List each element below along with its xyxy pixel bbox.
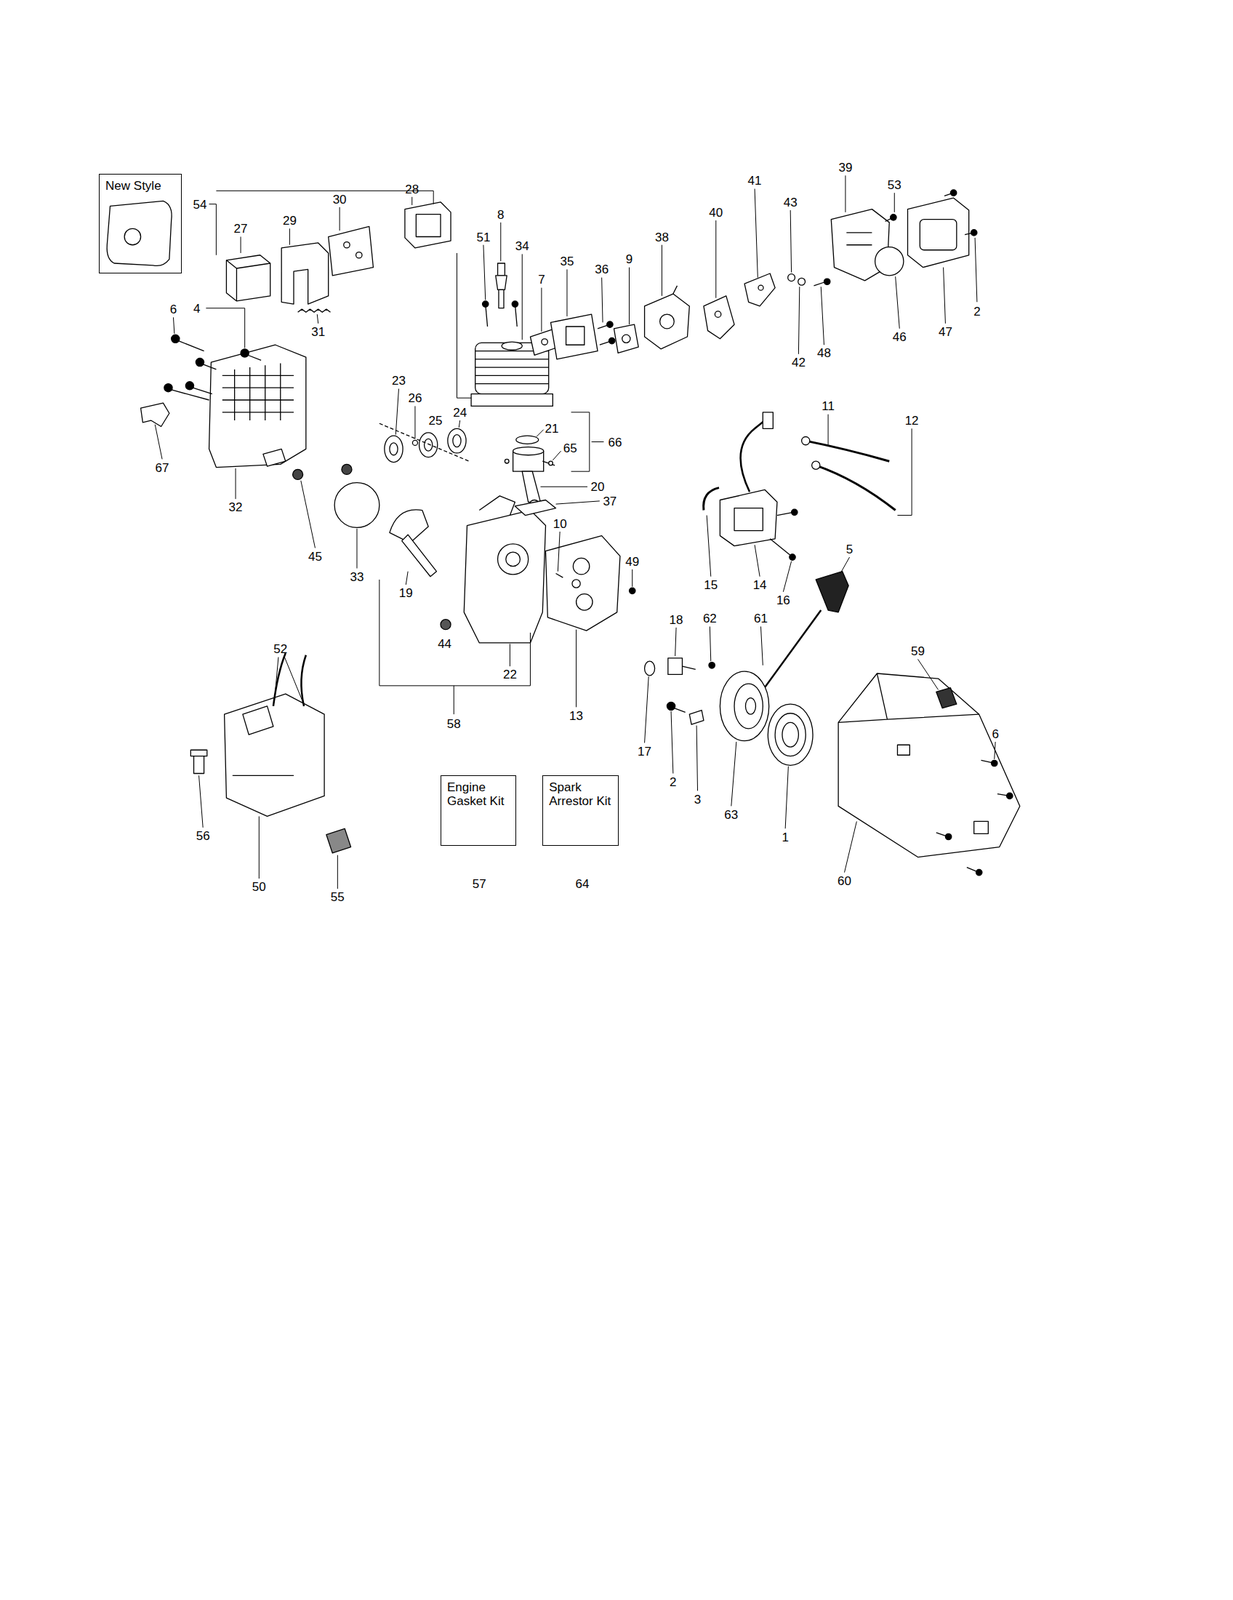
callout-number: 45 (308, 549, 323, 562)
callout-number: 15 (703, 577, 718, 591)
callout-number: 20 (591, 480, 605, 493)
callout-number: 46 (892, 330, 907, 344)
callout-number: 25 (428, 414, 443, 427)
callout-number: 16 (776, 593, 791, 607)
callout-number: 19 (399, 586, 413, 600)
callout-number: 5 (846, 542, 853, 555)
callout-number: 6 (170, 303, 177, 316)
callout-number: 49 (625, 554, 640, 568)
callout-number: 36 (594, 263, 609, 276)
callout-number: 51 (476, 230, 491, 243)
callout-number: 11 (821, 399, 835, 413)
callout-number: 21 (544, 422, 559, 435)
callout-number: 32 (229, 500, 243, 514)
callout-number: 67 (155, 460, 170, 474)
callout-number: 43 (783, 195, 798, 208)
box-text: Engine Gasket Kit (441, 775, 516, 813)
callout-number: 3 (694, 792, 701, 805)
callout-number: 37 (602, 494, 617, 507)
callout-number: 22 (503, 668, 517, 681)
callout-number: 41 (748, 174, 762, 187)
box-text: New Style (99, 174, 182, 198)
callout-number: 13 (569, 708, 584, 722)
callout-number: 56 (196, 829, 211, 842)
callout-number: 4 (193, 301, 200, 315)
callout-number: 9 (625, 252, 633, 266)
callout-number: 38 (655, 230, 669, 243)
callout-number: 60 (837, 873, 852, 887)
callout-number: 63 (724, 807, 738, 821)
callout-number: 50 (252, 880, 267, 893)
callout-number: 2 (669, 774, 677, 788)
callout-number: 40 (708, 205, 723, 219)
callout-number: 54 (192, 197, 207, 211)
callout-number: 66 (607, 435, 622, 448)
callout-number: 53 (887, 178, 902, 191)
callout-number: 14 (753, 577, 767, 591)
parts-kit-box: Spark Arrestor Kit (542, 774, 619, 846)
callout-number: 2 (973, 304, 981, 317)
parts-kit-box: New Style (98, 173, 182, 275)
callout-number: 23 (391, 374, 406, 387)
callout-number: 10 (553, 516, 568, 530)
callout-number: 44 (437, 637, 452, 650)
callout-number: 64 (575, 877, 590, 890)
callout-number: 8 (497, 207, 504, 221)
callout-number: 57 (472, 877, 487, 890)
callout-number: 39 (838, 161, 853, 174)
callout-number: 31 (311, 324, 325, 338)
callout-number: 24 (452, 405, 467, 419)
parts-kit-box: Engine Gasket Kit (440, 774, 517, 846)
callout-number: 59 (910, 644, 925, 658)
callout-number: 35 (559, 255, 574, 268)
callout-number: 30 (332, 192, 347, 206)
callout-number: 27 (234, 222, 248, 235)
callout-number: 33 (350, 569, 365, 583)
callout-number: 7 (537, 273, 545, 286)
callout-number: 18 (669, 612, 684, 626)
callout-number: 58 (447, 716, 461, 730)
callout-number: 28 (404, 182, 419, 195)
callout-number: 12 (905, 414, 919, 427)
callout-number: 29 (282, 214, 297, 227)
callout-number: 1 (781, 830, 789, 843)
callout-number: 48 (817, 346, 831, 360)
callout-number: 52 (273, 642, 288, 656)
callout-number: 61 (753, 612, 768, 625)
callout-number: 17 (637, 744, 652, 757)
callout-number: 6 (991, 727, 999, 740)
callout-number: 34 (515, 239, 530, 253)
callout-number: 42 (791, 356, 806, 369)
callout-number: 65 (563, 441, 578, 454)
callout-number: 26 (407, 391, 422, 405)
box-text: Spark Arrestor Kit (543, 775, 618, 813)
callout-number: 47 (938, 324, 953, 338)
callout-number: 62 (703, 612, 717, 625)
callout-number: 55 (330, 890, 345, 903)
